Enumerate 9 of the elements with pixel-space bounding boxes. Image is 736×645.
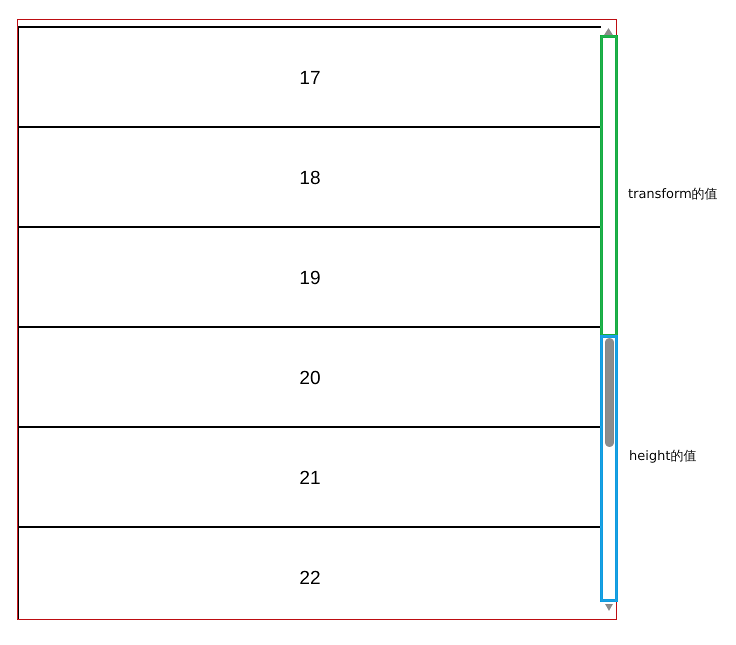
annotation-label: height的值 bbox=[629, 449, 696, 465]
list-row: 21 bbox=[18, 426, 601, 526]
annotation-label: transform的值 bbox=[628, 187, 718, 203]
list-row: 19 bbox=[18, 226, 601, 326]
list-row: 20 bbox=[18, 326, 601, 426]
scroll-container bbox=[17, 19, 617, 620]
list-row: 17 bbox=[18, 26, 601, 126]
list-row: 18 bbox=[18, 126, 601, 226]
list-row: 22 bbox=[18, 526, 601, 619]
